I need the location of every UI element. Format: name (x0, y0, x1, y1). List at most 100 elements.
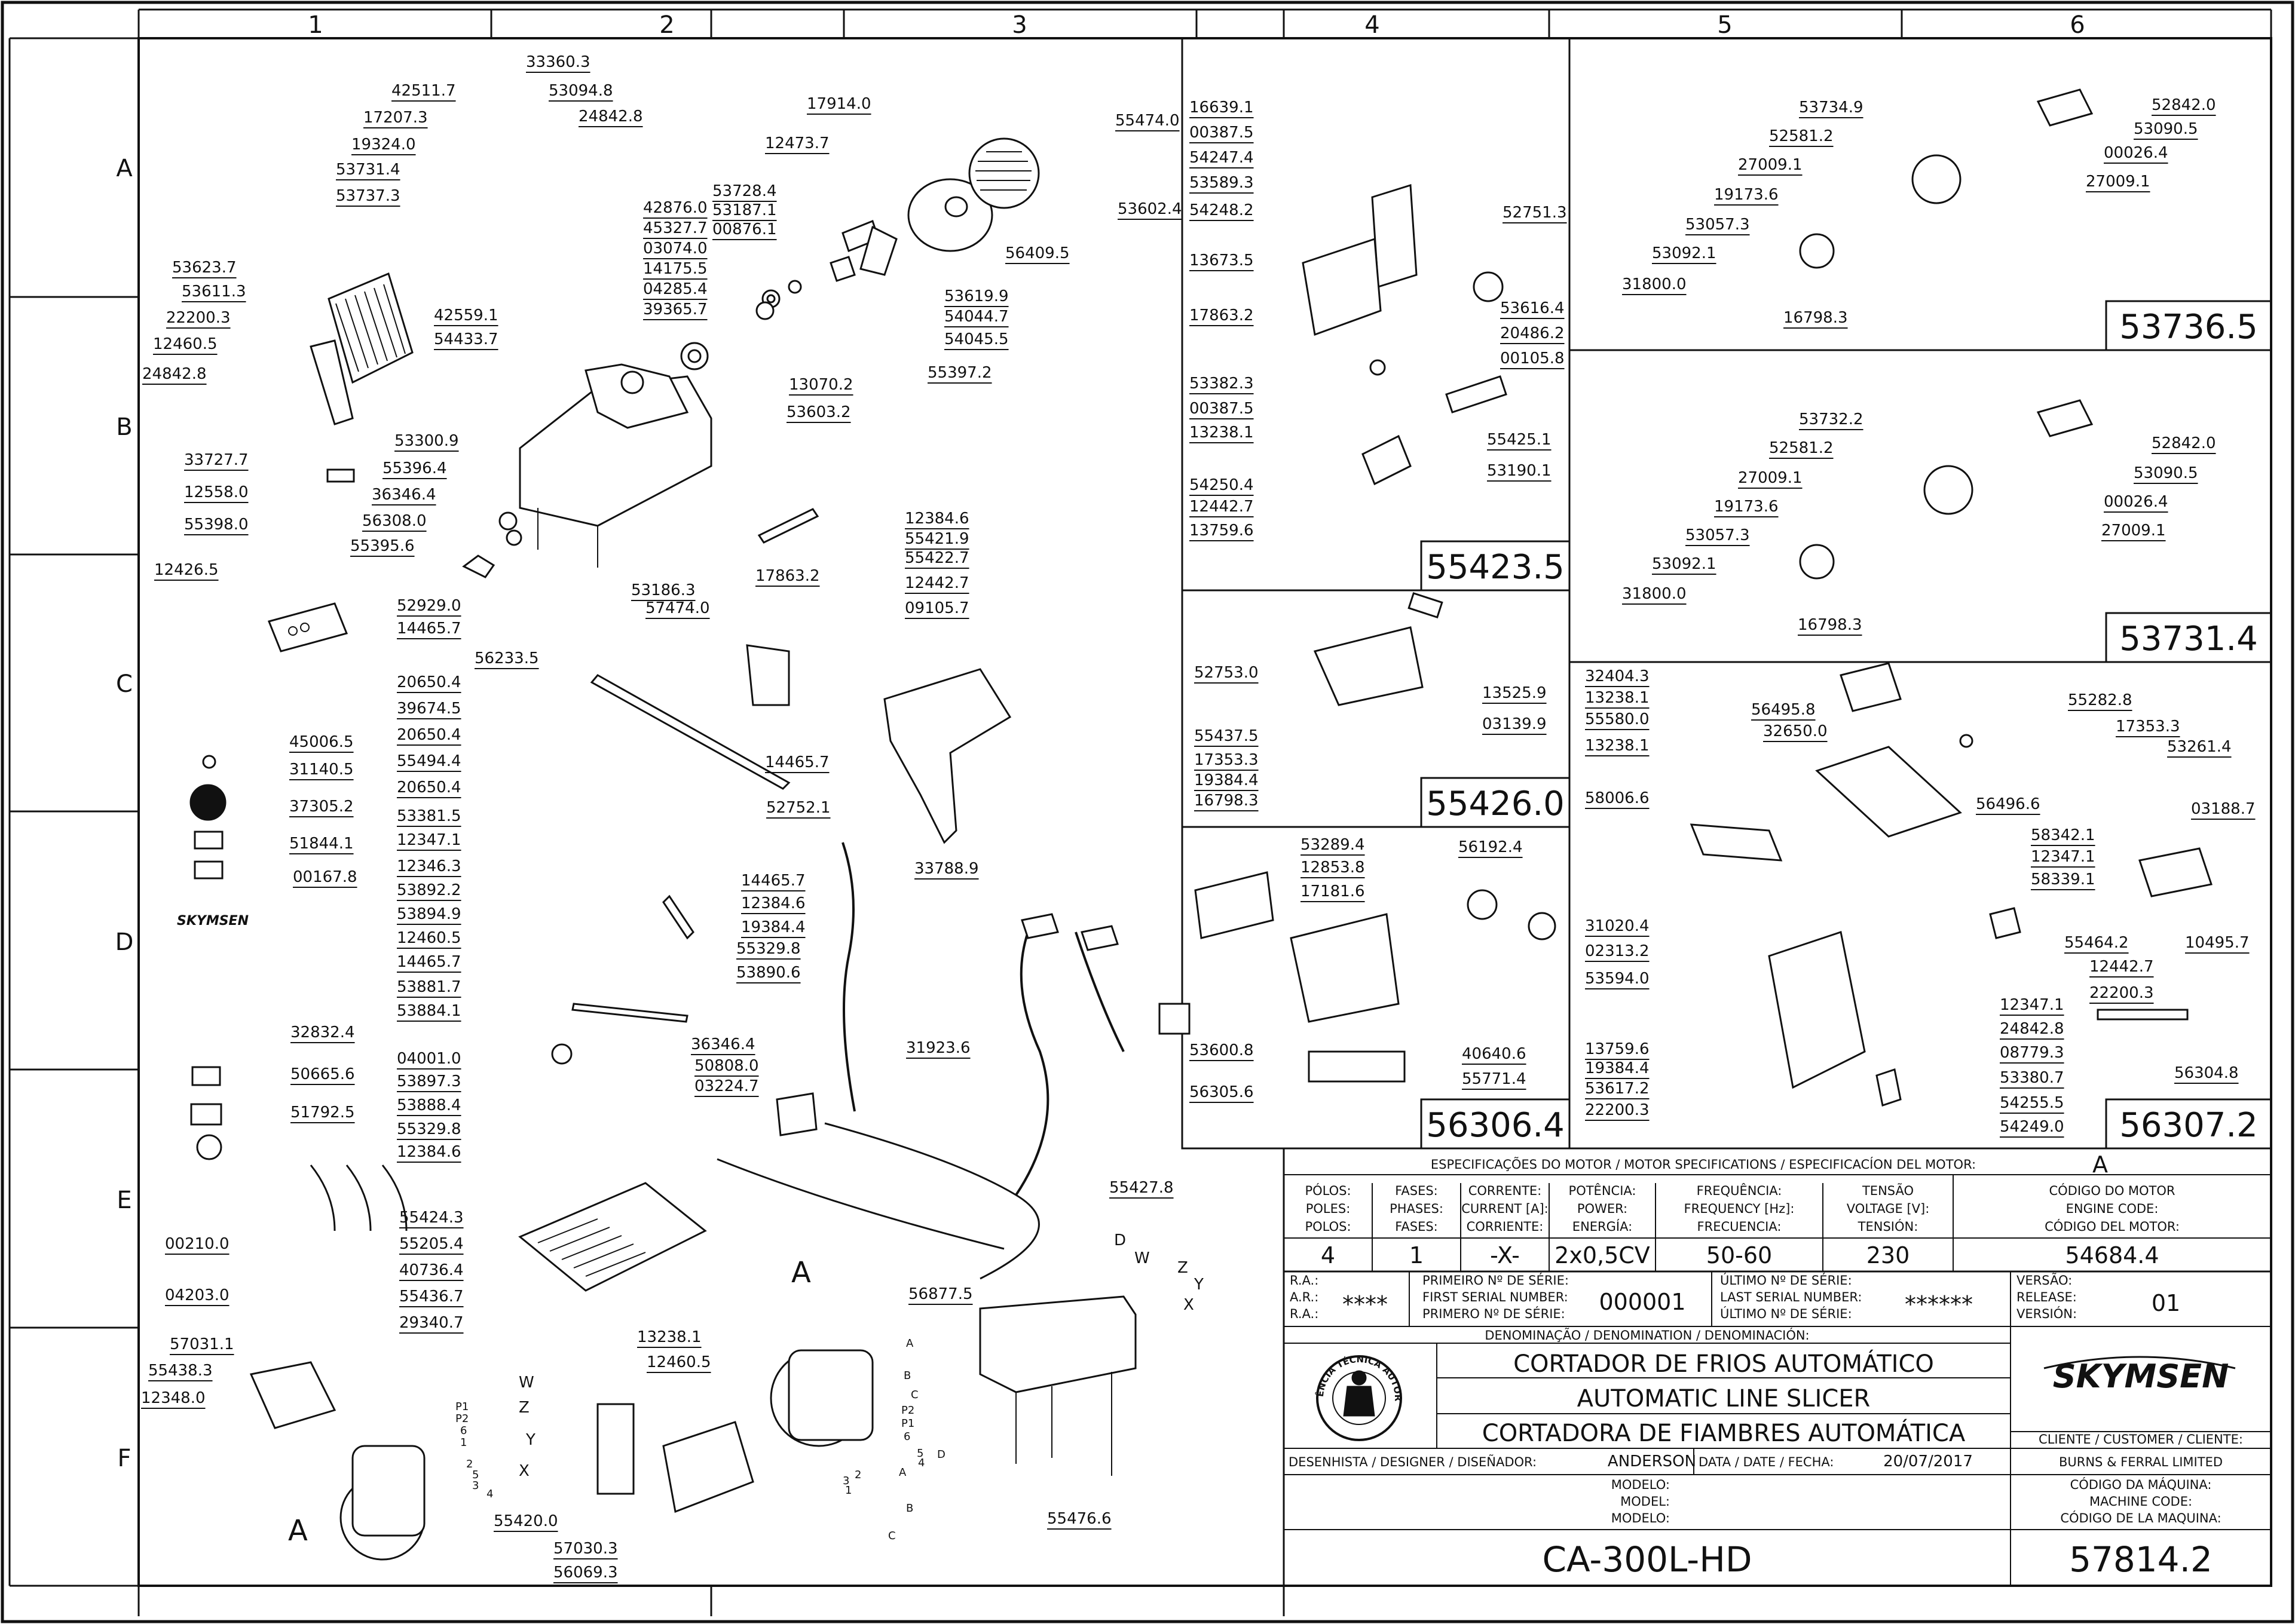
ra-header: R.A.: (1290, 1273, 1318, 1288)
part-number: 32832.4 (290, 1024, 355, 1041)
phases-value: 1 (1409, 1242, 1424, 1268)
last-serial-value: ****** (1905, 1291, 1973, 1317)
row-label-f: F (117, 1445, 131, 1472)
part-number: 22200.3 (166, 309, 231, 327)
part-number: 03224.7 (694, 1077, 759, 1095)
part-number: 53884.1 (397, 1002, 461, 1020)
part-number: 55425.1 (1487, 431, 1552, 449)
version-header: VERSÃO: (2016, 1272, 2072, 1288)
machine-code-header: CÓDIGO DA MÁQUINA: (2070, 1477, 2212, 1492)
part-number: 03139.9 (1482, 715, 1547, 733)
part-number: 08779.3 (2000, 1044, 2064, 1062)
part-number: 19384.4 (741, 918, 806, 936)
version-header: RELEASE: (2016, 1290, 2077, 1304)
part-number: 17207.3 (363, 109, 428, 127)
power-value: 2x0,5CV (1555, 1242, 1650, 1268)
voltage-header: TENSÃO (1862, 1182, 1914, 1198)
part-number: 04001.0 (397, 1050, 461, 1068)
part-number: 55420.0 (494, 1512, 558, 1530)
part-number: 52753.0 (1194, 664, 1259, 682)
part-number: 53190.1 (1487, 462, 1552, 480)
part-number: 13070.2 (789, 376, 853, 394)
wire-label: P1 (455, 1401, 469, 1413)
wire-label: 6 (460, 1424, 467, 1437)
ra-header: R.A.: (1290, 1307, 1318, 1321)
part-number: 55397.2 (928, 364, 992, 382)
part-number: 13238.1 (637, 1328, 702, 1346)
part-number: 00210.0 (165, 1235, 230, 1253)
callout-leader-lines (141, 72, 2256, 1583)
part-number: 55427.8 (1109, 1179, 1174, 1197)
frequency-header: FREQUÊNCIA: (1697, 1183, 1782, 1198)
part-number: 12473.7 (765, 134, 830, 152)
part-number: 12347.1 (2000, 996, 2064, 1014)
machine-code-header: MACHINE CODE: (2089, 1494, 2192, 1509)
current-header: CORRENTE: (1468, 1184, 1542, 1198)
col-label-4: 4 (1364, 11, 1379, 39)
part-number: 53381.5 (397, 807, 461, 825)
current-header: CORRIENTE: (1467, 1219, 1544, 1234)
poles-header: POLOS: (1305, 1219, 1351, 1234)
part-number: 14465.7 (765, 753, 830, 771)
part-number: 56496.6 (1976, 795, 2040, 813)
part-number: 20650.4 (397, 673, 461, 691)
part-number: 53261.4 (2167, 738, 2232, 756)
wire-label: W (519, 1374, 534, 1392)
part-number: 53594.0 (1585, 970, 1650, 988)
part-number: 16639.1 (1189, 99, 1254, 117)
part-number: 00167.8 (293, 868, 357, 886)
part-number: 53623.7 (172, 259, 237, 277)
motor-label: A (791, 1256, 811, 1289)
pusher-grip (1815, 746, 1962, 838)
skymsen-decal-text: SKYMSEN (177, 914, 249, 929)
model-header: MODELO: (1611, 1478, 1670, 1492)
part-number: 14175.5 (643, 260, 708, 278)
first-serial-header: PRIMEIRO Nº DE SÉRIE: (1422, 1273, 1569, 1288)
part-number: 53619.9 (944, 287, 1009, 305)
part-number: 53890.6 (736, 964, 801, 982)
part-number: 19384.4 (1585, 1059, 1650, 1077)
part-number: 12442.7 (2089, 958, 2154, 976)
part-number: 13238.1 (1585, 737, 1650, 755)
ra-value: **** (1342, 1291, 1388, 1317)
part-sketches (189, 88, 2213, 1561)
part-number: 12347.1 (397, 831, 461, 849)
part-number: 54250.4 (1189, 476, 1254, 494)
part-number: 20650.4 (397, 779, 461, 796)
part-number-callouts: 42511.7 33360.3 53094.8 17207.3 24842.8 … (141, 53, 2256, 1582)
wire-label: 1 (460, 1436, 467, 1449)
date-header: DATA / DATE / FECHA: (1699, 1455, 1834, 1469)
part-number: 55205.4 (399, 1235, 464, 1253)
last-serial-header: ÚLTIMO Nº DE SÉRIE: (1720, 1306, 1852, 1321)
gearbox-57031 (249, 1361, 336, 1429)
part-number: 53737.3 (336, 187, 400, 205)
part-number: 55282.8 (2068, 691, 2132, 709)
poles-header: POLES: (1306, 1202, 1351, 1216)
part-number: 55398.0 (184, 516, 249, 534)
part-number: 53888.4 (397, 1096, 461, 1114)
wire-label: Z (519, 1399, 530, 1417)
product-name-pt: CORTADOR DE FRIOS AUTOMÁTICO (1513, 1349, 1934, 1378)
part-number: 53602.4 (1118, 200, 1182, 218)
wire-label: C (888, 1530, 896, 1542)
part-number: 55771.4 (1462, 1070, 1526, 1088)
wire-label: 5 (917, 1447, 923, 1460)
blade-cover (968, 137, 1040, 209)
wire-label: X (519, 1462, 530, 1480)
wire-label: Y (1194, 1276, 1204, 1294)
part-number: 54248.2 (1189, 201, 1254, 219)
part-number: 56495.8 (1751, 701, 1816, 719)
gearbox-57030 (662, 1421, 754, 1513)
part-number: 13673.5 (1189, 252, 1254, 269)
part-number: 20650.4 (397, 726, 461, 744)
phases-header: PHASES: (1390, 1202, 1443, 1216)
wire-label: 3 (472, 1479, 479, 1492)
part-number: 53380.7 (2000, 1069, 2064, 1087)
part-number: 53617.2 (1585, 1080, 1650, 1098)
part-number: 33788.9 (914, 860, 979, 878)
part-number: 04285.4 (643, 280, 708, 298)
part-number: 36346.4 (372, 486, 436, 504)
part-number: 42511.7 (391, 82, 456, 100)
part-number: 17914.0 (807, 95, 871, 113)
